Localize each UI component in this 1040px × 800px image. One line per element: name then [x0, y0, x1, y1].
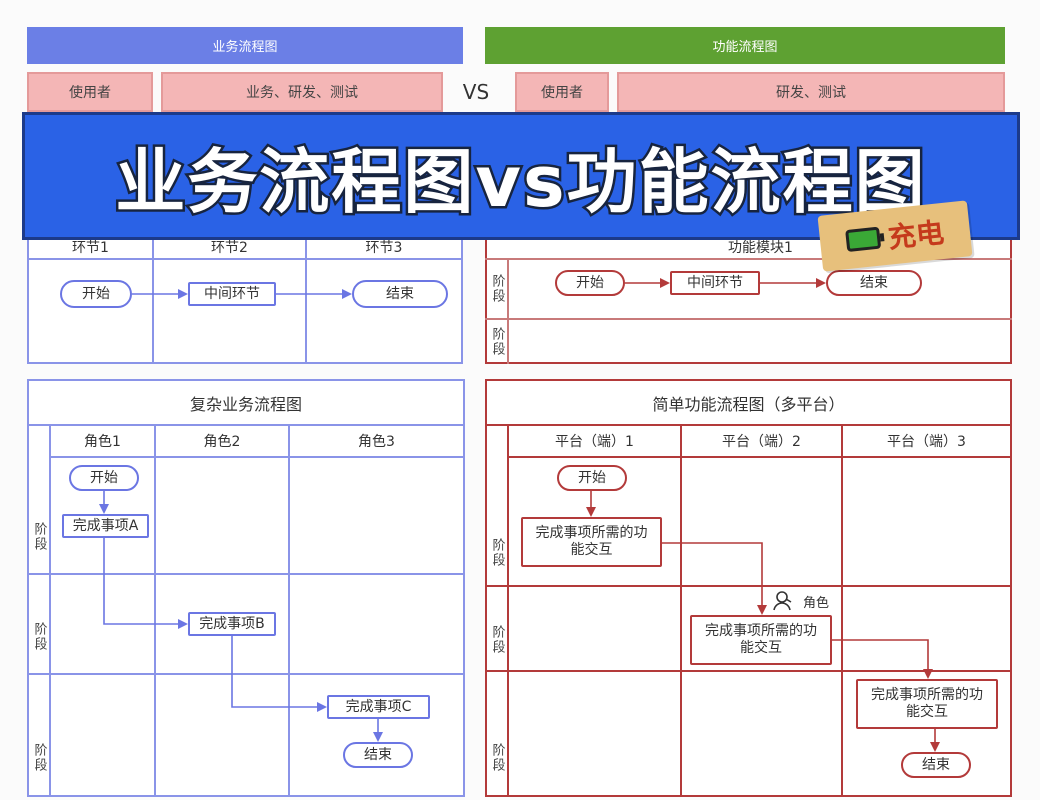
divider — [485, 318, 1012, 320]
simple-business-col-3: 环节3 — [365, 240, 403, 256]
divider — [485, 585, 1012, 587]
user-icon — [771, 589, 795, 613]
platform-column-2: 平台（端）2 — [722, 434, 801, 450]
start-node: 开始 — [555, 270, 625, 296]
right-user-value: 研发、测试 — [776, 85, 846, 101]
stage-label: 阶段 — [31, 742, 47, 773]
divider — [507, 258, 509, 364]
divider — [49, 456, 465, 458]
divider — [154, 424, 156, 797]
left-user-label: 使用者 — [69, 85, 111, 101]
end-node: 结束 — [352, 280, 448, 308]
middle-node: 中间环节 — [670, 271, 760, 295]
divider — [305, 232, 307, 364]
connector-f2-f3 — [832, 639, 933, 679]
left-user-value: 业务、研发、测试 — [246, 85, 358, 101]
battery-icon — [845, 226, 882, 253]
stage-label: 阶段 — [31, 621, 47, 652]
platform-column-1: 平台（端）1 — [555, 434, 634, 450]
end-node: 结束 — [901, 752, 971, 778]
badge-text: 充电 — [886, 215, 946, 255]
complex-business-title: 复杂业务流程图 — [189, 395, 302, 414]
task-a-node: 完成事项A — [62, 514, 149, 538]
divider — [288, 424, 290, 797]
start-node: 开始 — [557, 465, 627, 491]
role-column-3: 角色3 — [358, 434, 395, 450]
divider — [27, 573, 465, 575]
connector-a-b — [103, 538, 188, 629]
multi-platform-title: 简单功能流程图（多平台） — [652, 395, 845, 414]
complex-business-panel — [27, 379, 465, 797]
function-flow-header-label: 功能流程图 — [712, 40, 778, 55]
vs-label: VS — [462, 80, 490, 104]
divider — [27, 673, 465, 675]
business-flow-header: 业务流程图 — [27, 27, 463, 64]
divider — [680, 424, 682, 797]
banner-title: 业务流程图vs功能流程图 — [113, 138, 927, 225]
simple-business-col-2: 环节2 — [211, 240, 248, 256]
business-flow-header-label: 业务流程图 — [212, 40, 278, 55]
divider — [27, 258, 463, 260]
left-user-label-cell: 使用者 — [27, 72, 153, 112]
role-label: 角色 — [802, 595, 829, 611]
divider — [507, 456, 1012, 458]
left-user-value-cell: 业务、研发、测试 — [161, 72, 443, 112]
stage-label: 阶段 — [31, 521, 47, 552]
end-node: 结束 — [826, 270, 922, 296]
divider — [485, 670, 1012, 672]
divider — [49, 424, 51, 797]
role-column-2: 角色2 — [203, 434, 241, 450]
divider — [507, 424, 509, 797]
right-user-label-cell: 使用者 — [515, 72, 609, 112]
right-user-value-cell: 研发、测试 — [617, 72, 1005, 112]
stage-label: 阶段 — [489, 327, 505, 357]
function-node-3: 完成事项所需的功能交互 — [856, 679, 998, 729]
stage-label: 阶段 — [489, 742, 505, 773]
simple-business-col-1: 环节1 — [72, 240, 109, 256]
stage-label: 阶段 — [489, 537, 505, 568]
platform-column-3: 平台（端）3 — [887, 434, 966, 450]
divider — [152, 232, 154, 364]
middle-node: 中间环节 — [188, 282, 276, 306]
divider — [27, 424, 465, 426]
function-flow-header: 功能流程图 — [485, 27, 1005, 64]
divider — [485, 424, 1012, 426]
task-c-node: 完成事项C — [327, 695, 430, 719]
divider — [841, 424, 843, 797]
task-b-node: 完成事项B — [188, 612, 276, 636]
divider — [485, 258, 1012, 260]
stage-label: 阶段 — [489, 625, 505, 655]
start-node: 开始 — [60, 280, 132, 308]
connector-b-c — [231, 636, 327, 712]
connector-f1-f2 — [662, 542, 767, 615]
end-node: 结束 — [343, 742, 413, 768]
role-column-1: 角色1 — [84, 434, 121, 450]
right-user-label: 使用者 — [541, 85, 583, 101]
function-module-label: 功能模块1 — [728, 240, 793, 256]
function-node-1: 完成事项所需的功能交互 — [521, 517, 662, 567]
function-node-2: 完成事项所需的功能交互 — [690, 615, 832, 665]
start-node: 开始 — [69, 465, 139, 491]
stage-label: 阶段 — [489, 274, 505, 304]
